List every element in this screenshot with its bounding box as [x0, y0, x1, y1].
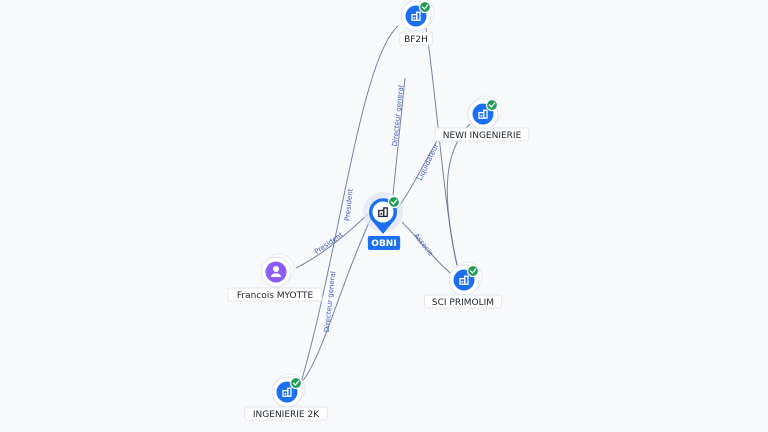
- node-label-box: BF2H: [399, 31, 433, 46]
- building-icon-shape: [464, 275, 469, 285]
- verified-check-icon: [289, 376, 303, 390]
- edge-label: Liquidateur: [416, 142, 441, 181]
- node-label-box: INGENIERIE 2K: [244, 406, 328, 421]
- node-label-box: OBNI: [367, 236, 401, 250]
- building-icon-window: [284, 393, 287, 395]
- node-obni[interactable]: OBNI: [363, 192, 403, 250]
- node-ing2k[interactable]: INGENIERIE 2K: [244, 373, 328, 421]
- edge-line: [299, 25, 399, 387]
- building-icon-window: [380, 213, 383, 215]
- node-label-box: Francois MYOTTE: [227, 287, 323, 302]
- building-icon-window: [413, 17, 416, 19]
- node-bf2h[interactable]: BF2H: [399, 0, 435, 46]
- edge-line: [299, 215, 373, 385]
- verified-check-icon: [485, 98, 499, 112]
- node-myotte[interactable]: Francois MYOTTE: [227, 253, 323, 302]
- edge-e2[interactable]: President: [299, 25, 399, 387]
- building-icon-window: [461, 281, 464, 283]
- edge-line: [392, 77, 406, 196]
- node-label: BF2H: [404, 35, 428, 45]
- edge-e3[interactable]: Liquidateur: [395, 135, 441, 211]
- node-label: NEWI INGENIERIE: [443, 131, 522, 141]
- edge-label: President: [343, 188, 354, 222]
- edge-line: [295, 213, 369, 269]
- person-icon-head: [273, 266, 279, 272]
- building-icon-shape: [416, 11, 421, 21]
- edge-label: Associe: [412, 232, 435, 258]
- edge-label: President: [313, 231, 345, 256]
- building-icon-shape: [483, 109, 488, 119]
- edge-e8[interactable]: [446, 123, 471, 271]
- verified-check-icon: [418, 0, 432, 14]
- node-primolim[interactable]: SCI PRIMOLIM: [424, 261, 502, 309]
- node-label: OBNI: [371, 239, 396, 249]
- node-newi[interactable]: NEWI INGENIERIE: [434, 95, 530, 142]
- edge-e5[interactable]: Associe: [401, 221, 455, 277]
- building-icon-shape: [287, 387, 292, 397]
- node-label-box: NEWI INGENIERIE: [434, 127, 530, 142]
- edge-label: Directeur general: [323, 271, 337, 333]
- node-label: INGENIERIE 2K: [253, 410, 320, 420]
- node-label: SCI PRIMOLIM: [432, 298, 494, 308]
- edge-e1[interactable]: Directeur general: [391, 77, 406, 196]
- edge-line: [446, 123, 471, 271]
- verified-check-icon: [387, 195, 401, 209]
- building-icon-window: [480, 115, 483, 117]
- edge-label: Directeur general: [391, 85, 405, 147]
- person-icon-body: [271, 273, 281, 277]
- verified-check-icon: [466, 264, 480, 278]
- node-label-box: SCI PRIMOLIM: [424, 294, 502, 309]
- building-icon-shape: [383, 207, 388, 218]
- edge-line: [401, 221, 455, 277]
- node-core: [372, 201, 394, 223]
- edge-e4[interactable]: President: [295, 213, 369, 269]
- node-label: Francois MYOTTE: [237, 291, 314, 301]
